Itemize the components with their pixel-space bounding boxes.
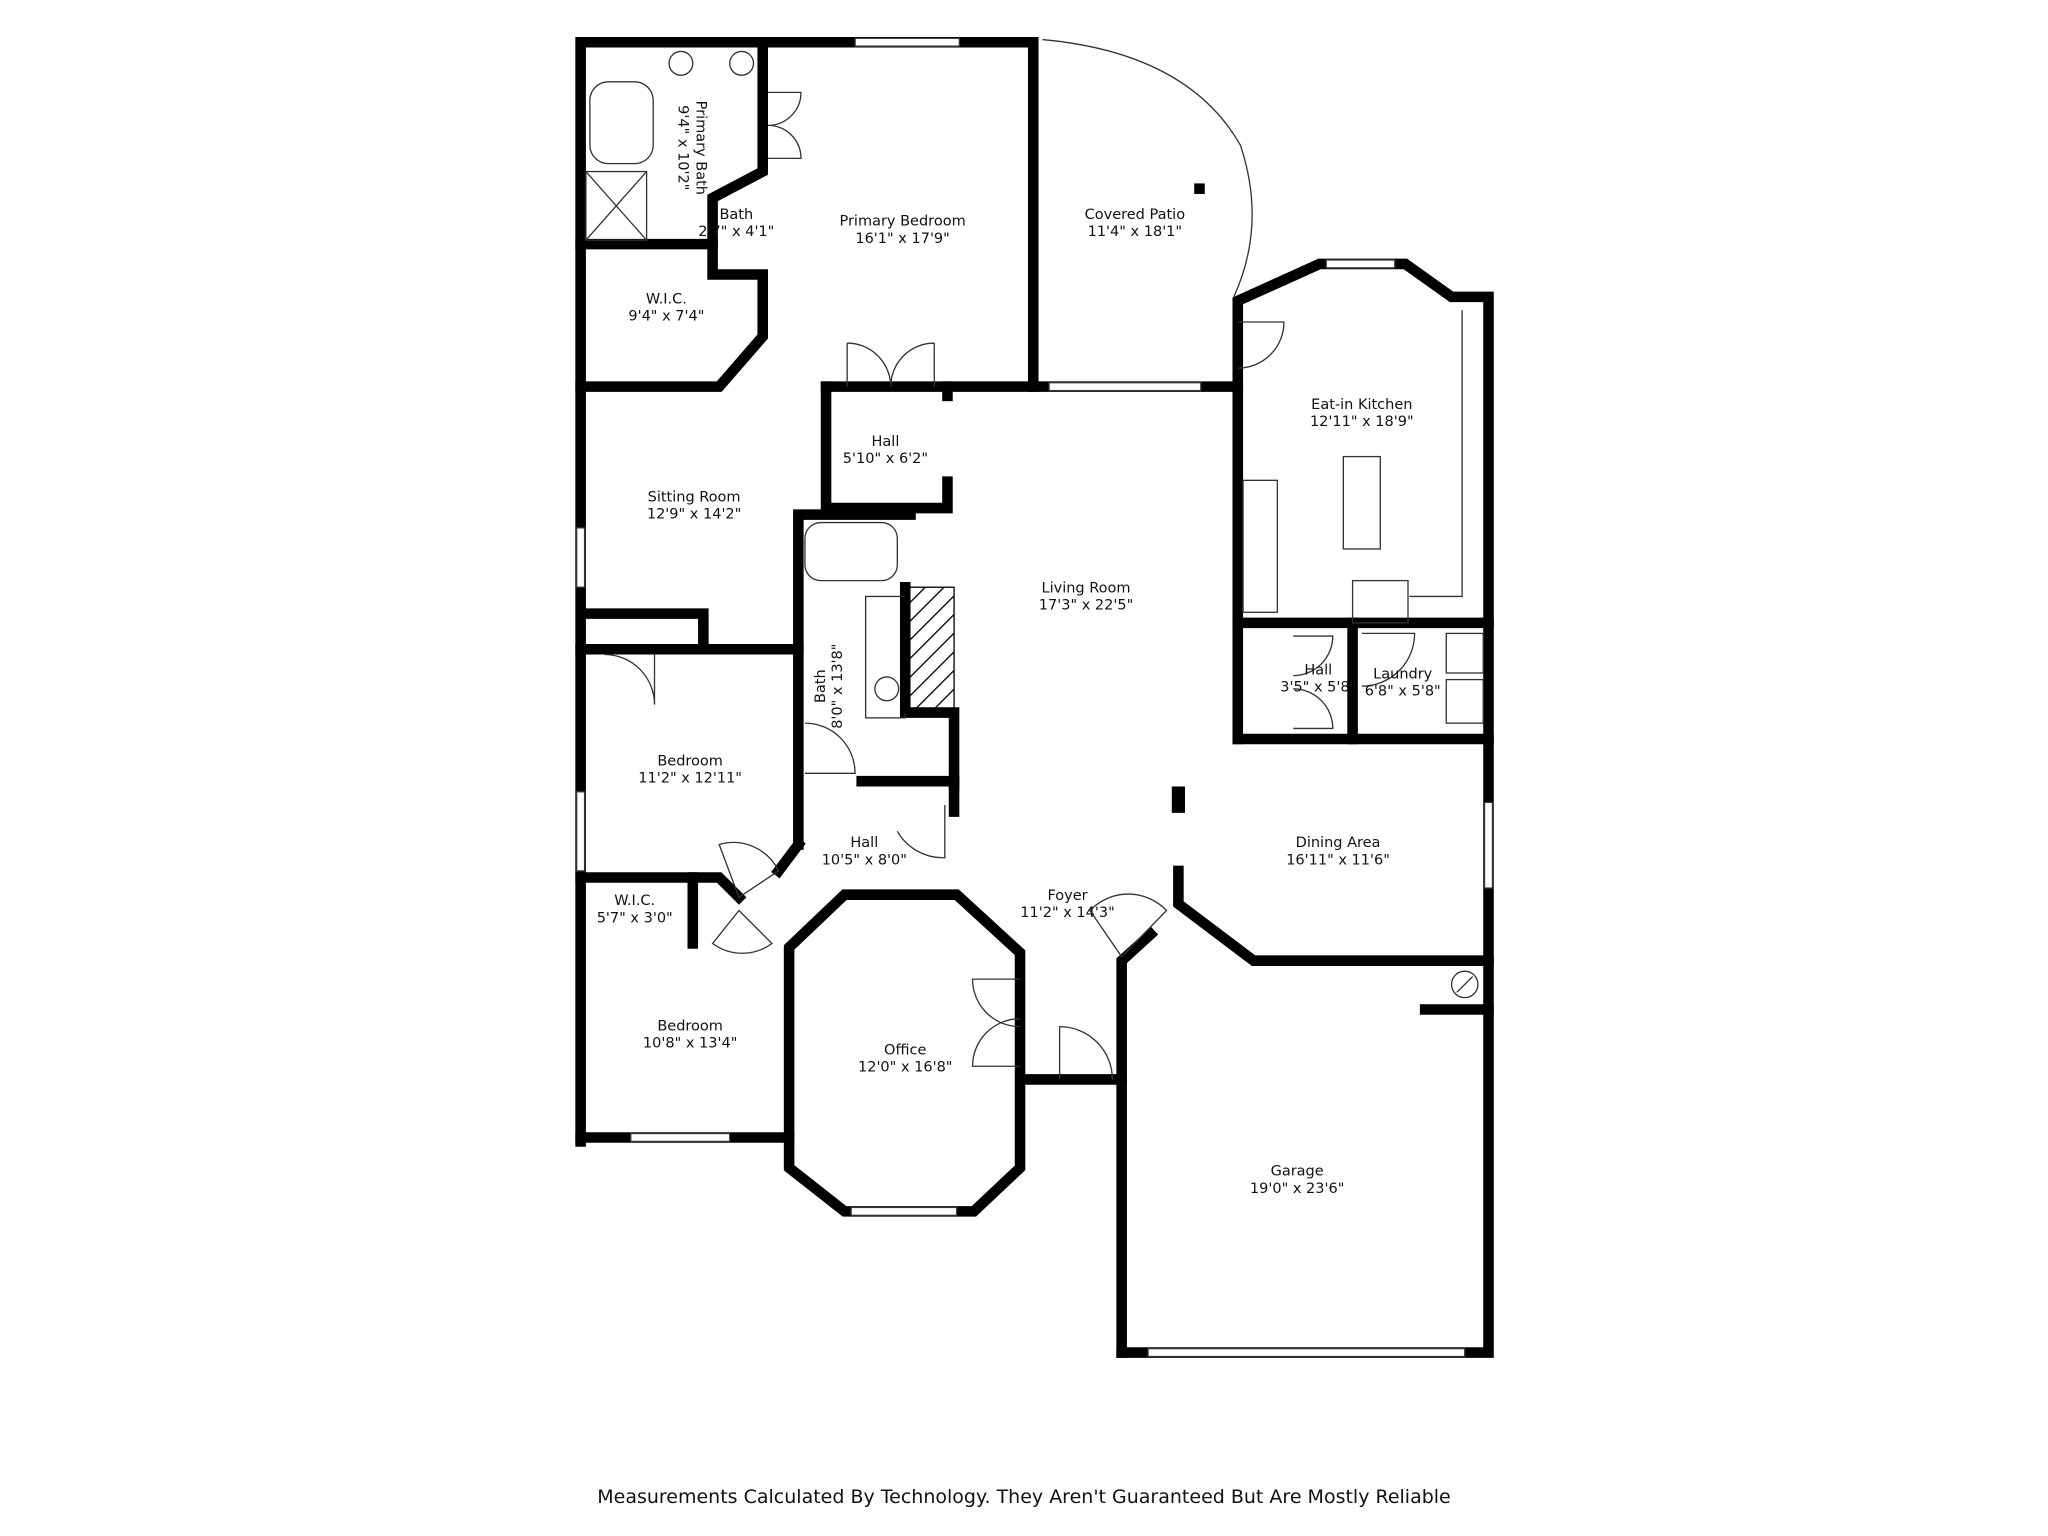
room-size: 17'3" x 22'5" [1039, 598, 1133, 614]
windows [576, 37, 1494, 1358]
room-name: Bedroom [657, 753, 723, 769]
room-name: Dining Area [1296, 835, 1381, 851]
room-name: Bath [719, 207, 753, 223]
room-bath: Bath 8'0" x 13'8" [813, 644, 846, 729]
room-size: 12'11" x 18'9" [1310, 414, 1414, 430]
fixtures [585, 50, 1484, 999]
disclaimer-footer: Measurements Calculated By Technology. T… [597, 1486, 1451, 1508]
room-name: Office [884, 1042, 926, 1058]
patio-outline [1042, 38, 1253, 298]
room-size: 5'7" x 3'0" [597, 910, 673, 926]
room-size: 16'1" x 17'9" [855, 231, 949, 247]
room-size: 6'8" x 5'8" [1365, 683, 1441, 699]
room-labels: Primary Bath 9'4" x 10'2" Bath 2'7" x 4'… [597, 101, 1441, 1197]
room-primary-bath: Primary Bath 9'4" x 10'2" [674, 101, 708, 195]
room-size: 9'4" x 10'2" [674, 105, 690, 190]
room-size: 10'5" x 8'0" [822, 852, 907, 868]
room-size: 11'2" x 14'3" [1020, 905, 1114, 921]
room-name: Primary Bath [693, 101, 709, 195]
room-name: Covered Patio [1085, 207, 1186, 223]
room-name: Living Room [1042, 580, 1131, 596]
room-name: Garage [1271, 1164, 1324, 1180]
room-size: 19'0" x 23'6" [1250, 1181, 1344, 1197]
room-size: 12'0" x 16'8" [858, 1060, 952, 1076]
room-size: 8'0" x 13'8" [830, 644, 846, 729]
room-size: 16'11" x 11'6" [1286, 852, 1390, 868]
room-size: 12'9" x 14'2" [647, 507, 741, 523]
room-size: 10'8" x 13'4" [643, 1036, 737, 1052]
room-size: 9'4" x 7'4" [628, 309, 704, 325]
room-name: Bath [813, 669, 829, 703]
room-name: Laundry [1373, 666, 1433, 682]
room-name: Foyer [1047, 888, 1087, 904]
room-size: 3'5" x 5'8" [1280, 679, 1356, 695]
room-size: 11'4" x 18'1" [1088, 224, 1182, 240]
room-size: 5'10" x 6'2" [843, 451, 928, 467]
room-name: Bedroom [657, 1019, 723, 1035]
room-name: Sitting Room [648, 489, 741, 505]
room-name: Hall [872, 434, 900, 450]
room-size: 2'7" x 4'1" [698, 224, 774, 240]
room-name: W.I.C. [614, 893, 655, 909]
patio-post [1194, 183, 1205, 194]
doors [604, 91, 1416, 1080]
room-name: W.I.C. [646, 292, 687, 308]
room-name: Primary Bedroom [839, 214, 965, 230]
room-name: Hall [1304, 662, 1332, 678]
room-name: Hall [850, 835, 878, 851]
room-size: 11'2" x 12'11" [638, 771, 742, 787]
room-name: Eat-in Kitchen [1311, 397, 1412, 413]
